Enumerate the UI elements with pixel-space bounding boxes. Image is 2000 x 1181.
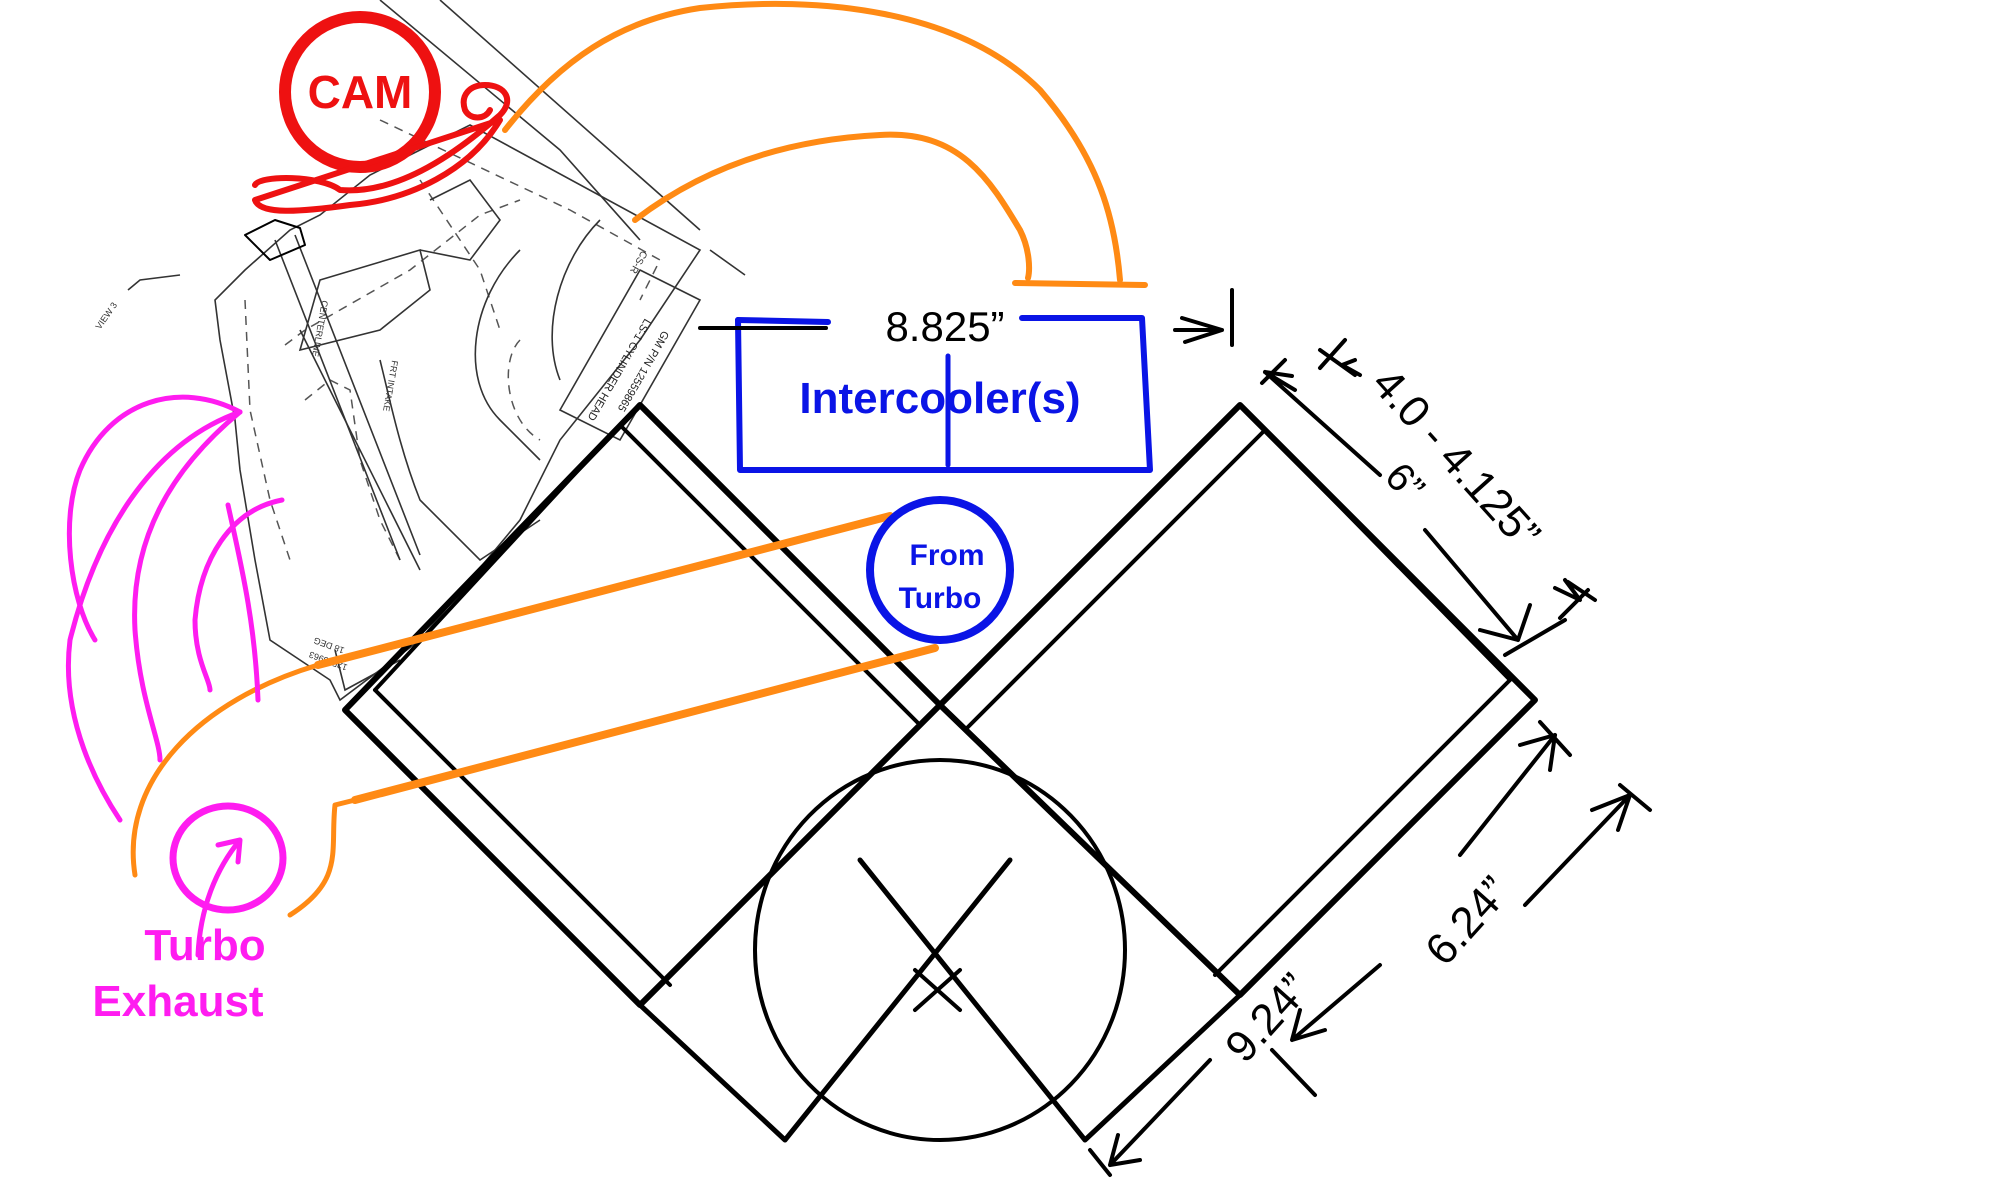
exhaust-manifold [66,394,287,958]
head-callout-view: VIEW 3 [93,300,119,331]
turbo-exhaust-circle [169,802,287,914]
turbo-exhaust-label-line2: Exhaust [92,977,264,1026]
head-callout-intake: FRT INTAKE [381,360,400,412]
cam-callout [252,11,511,214]
bank-offset-dimension: 4.0 - 4.125” [1363,359,1550,559]
from-turbo-label-line2: Turbo [899,582,982,615]
intercooler-box [735,315,1153,473]
intercooler-width-dimension [698,288,1234,347]
intercooler-label: Intercooler(s) [799,374,1080,423]
right-bank-outer [937,402,1538,998]
bottom-right-dimensions [1088,720,1652,1177]
head-callout-cs: CS-R [627,249,649,276]
cam-label: CAM [308,66,413,118]
charge-pipe [130,0,1148,918]
cam-lobe-outline [252,82,511,214]
left-bank-outer [342,402,943,1008]
left-bank-deck [618,423,922,727]
block-height-inner-dimension: 6.24” [1416,867,1520,974]
turbo-exhaust-label-line1: Turbo [144,921,265,970]
cylinder-head-drawing: LS-1 CYLINDER HEAD GM P/N 12559865 CS-R … [93,0,746,702]
from-turbo-circle [866,496,1014,644]
block-height-outer-dimension: 9.24” [1216,964,1320,1071]
right-dimensions [1260,338,1597,657]
crankshaft-circle [753,758,1127,1142]
from-turbo-label-line1: From [910,539,985,572]
right-bank-deck [963,428,1267,732]
engine-block-outline [342,402,1538,1143]
crank-center-mark [913,968,962,1012]
deck-width-dimension: 6” [1376,455,1433,511]
head-callout-centerline: CENTERLINE [310,300,330,358]
intercooler-width-value: 8.825” [885,303,1004,350]
turbo-exhaust-arrow [195,837,243,958]
